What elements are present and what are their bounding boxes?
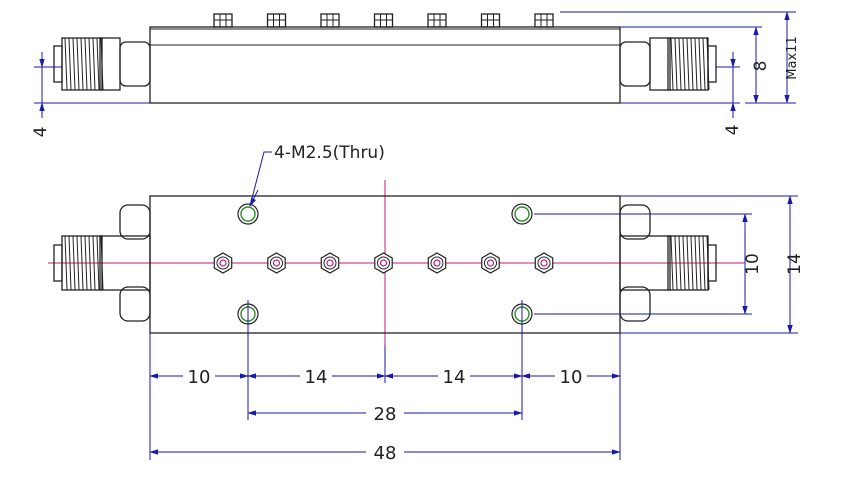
mounting-hole-tl <box>237 203 259 225</box>
mounting-hole-br <box>511 300 533 420</box>
side-view-body <box>149 26 621 104</box>
top-tuning-screw <box>534 252 554 274</box>
dim-top-14: 14 <box>620 195 805 334</box>
top-view: 4-M2.5(Thru) 10 14 <box>48 143 805 464</box>
dim-right-edge-label: 10 <box>560 367 583 388</box>
side-view: 4 4 8 Max11 <box>31 11 800 137</box>
top-left-connector <box>53 204 151 322</box>
top-right-connector <box>619 204 717 322</box>
hole-callout: 4-M2.5(Thru) <box>249 143 385 207</box>
top-tuning-screw <box>481 252 500 274</box>
dim-total-length-label: 48 <box>374 443 397 464</box>
side-tuning-screw <box>480 13 501 28</box>
dim-side-left-4: 4 <box>31 52 150 137</box>
side-right-connector <box>619 37 717 91</box>
dim-top-14-label: 14 <box>785 253 805 275</box>
dim-top-10: 10 <box>534 213 763 315</box>
dim-row-48: 48 <box>149 442 621 464</box>
side-left-connector <box>53 37 151 91</box>
dim-left-edge-label: 10 <box>188 367 211 388</box>
side-tuning-screw <box>266 13 287 28</box>
dim-side-right-4-label: 4 <box>723 125 743 136</box>
dim-row-28: 28 <box>247 403 523 425</box>
dim-row-segments: 10 14 14 10 <box>149 366 621 388</box>
side-tuning-screw <box>427 13 447 28</box>
dim-top-10-label: 10 <box>743 253 763 275</box>
dim-side-max11: Max11 <box>560 11 800 104</box>
side-tuning-screw <box>534 13 554 28</box>
top-tuning-screw <box>427 252 447 274</box>
side-tuning-screws <box>213 13 554 28</box>
side-tuning-screw <box>213 13 233 28</box>
side-tuning-screw <box>373 13 394 28</box>
dim-side-left-4-label: 4 <box>31 127 51 138</box>
top-tuning-screws <box>213 252 554 274</box>
hole-callout-label: 4-M2.5(Thru) <box>274 143 385 163</box>
dim-side-right-4: 4 <box>620 52 743 135</box>
top-tuning-screw <box>267 252 286 274</box>
side-tuning-screw <box>320 13 340 28</box>
top-tuning-screw <box>213 252 233 274</box>
mounting-hole-bl <box>237 300 259 420</box>
dim-side-8: 8 <box>620 26 771 104</box>
dim-left-center-label: 14 <box>305 367 328 388</box>
top-tuning-screw <box>320 252 340 274</box>
dim-right-center-label: 14 <box>443 367 466 388</box>
top-tuning-screw <box>374 252 393 274</box>
mounting-hole-tr <box>511 203 533 225</box>
dim-hole-spacing-h-label: 28 <box>374 404 397 425</box>
dim-side-max11-label: Max11 <box>785 36 800 79</box>
dim-side-8-label: 8 <box>751 61 771 72</box>
